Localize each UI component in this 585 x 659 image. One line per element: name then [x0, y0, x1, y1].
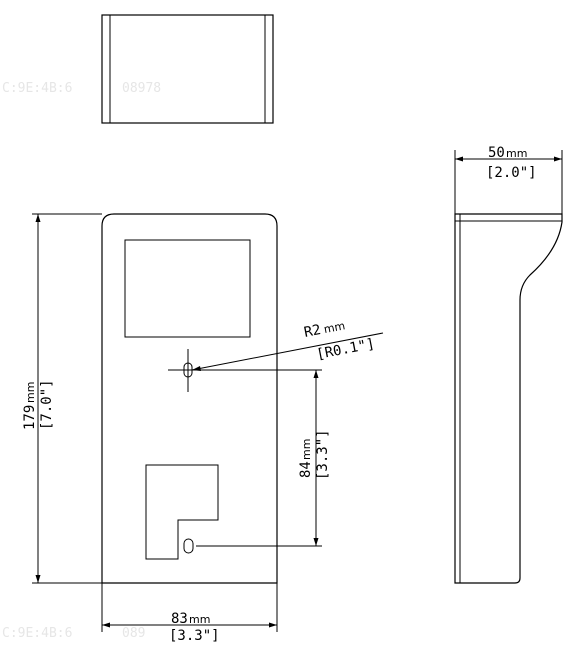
watermark-top: C:9E:4B:6 08978: [2, 81, 161, 96]
radius-leader-line: [191, 332, 384, 371]
height-arrow-top: [35, 214, 41, 222]
front-view-outline: [101, 213, 278, 584]
width-imperial: [3.3"]: [169, 628, 220, 644]
spacing-arrow-top: [313, 370, 319, 378]
depth-value: 50: [488, 145, 505, 161]
side-view: [454, 213, 563, 584]
width-unit: mm: [189, 613, 210, 626]
top-view-outline: [101, 14, 274, 124]
display-window: [124, 239, 251, 338]
height-unit: mm: [24, 382, 37, 403]
spacing-value: 84: [298, 461, 314, 478]
radius-unit: mm: [323, 319, 347, 336]
height-arrow-bottom: [35, 575, 41, 583]
radius-value: R2: [303, 322, 323, 341]
spacing-label: 84 mm [3.3"]: [298, 429, 331, 480]
front-view: [101, 213, 278, 584]
height-label: 179 mm [7.0"]: [22, 379, 55, 430]
watermark-bottom-tail: 089: [122, 626, 145, 641]
dimension-depth: 50 mm [2.0"]: [454, 145, 563, 214]
dimension-height: 179 mm [7.0"]: [22, 213, 102, 584]
depth-arrow-right: [554, 156, 562, 162]
dimension-radius: R2 mm [R0.1"]: [191, 319, 384, 371]
spacing-unit: mm: [300, 439, 313, 460]
side-view-outline: [454, 213, 563, 584]
height-imperial: [7.0"]: [39, 379, 55, 430]
width-arrow-left: [102, 622, 110, 628]
reader-cutout: [145, 464, 219, 560]
width-arrow-right: [269, 622, 277, 628]
watermark-bottom-text: C:9E:4B:6: [2, 626, 72, 641]
lower-mounting-hole: [183, 538, 194, 554]
height-value: 179: [22, 405, 38, 430]
depth-unit: mm: [506, 147, 527, 160]
spacing-arrow-bottom: [313, 538, 319, 546]
dimension-width: 83 mm [3.3"]: [101, 583, 278, 644]
radius-label: R2 mm [R0.1"]: [303, 319, 376, 363]
dimension-hole-spacing: 84 mm [3.3"]: [196, 369, 331, 547]
depth-imperial: [2.0"]: [486, 165, 537, 181]
watermark-top-text: C:9E:4B:6: [2, 81, 72, 96]
width-value: 83: [171, 611, 188, 627]
watermark-bottom: C:9E:4B:6 089: [2, 626, 145, 641]
top-view: [101, 14, 274, 124]
spacing-imperial: [3.3"]: [315, 429, 331, 480]
depth-arrow-left: [455, 156, 463, 162]
watermark-top-tail: 08978: [122, 81, 161, 96]
